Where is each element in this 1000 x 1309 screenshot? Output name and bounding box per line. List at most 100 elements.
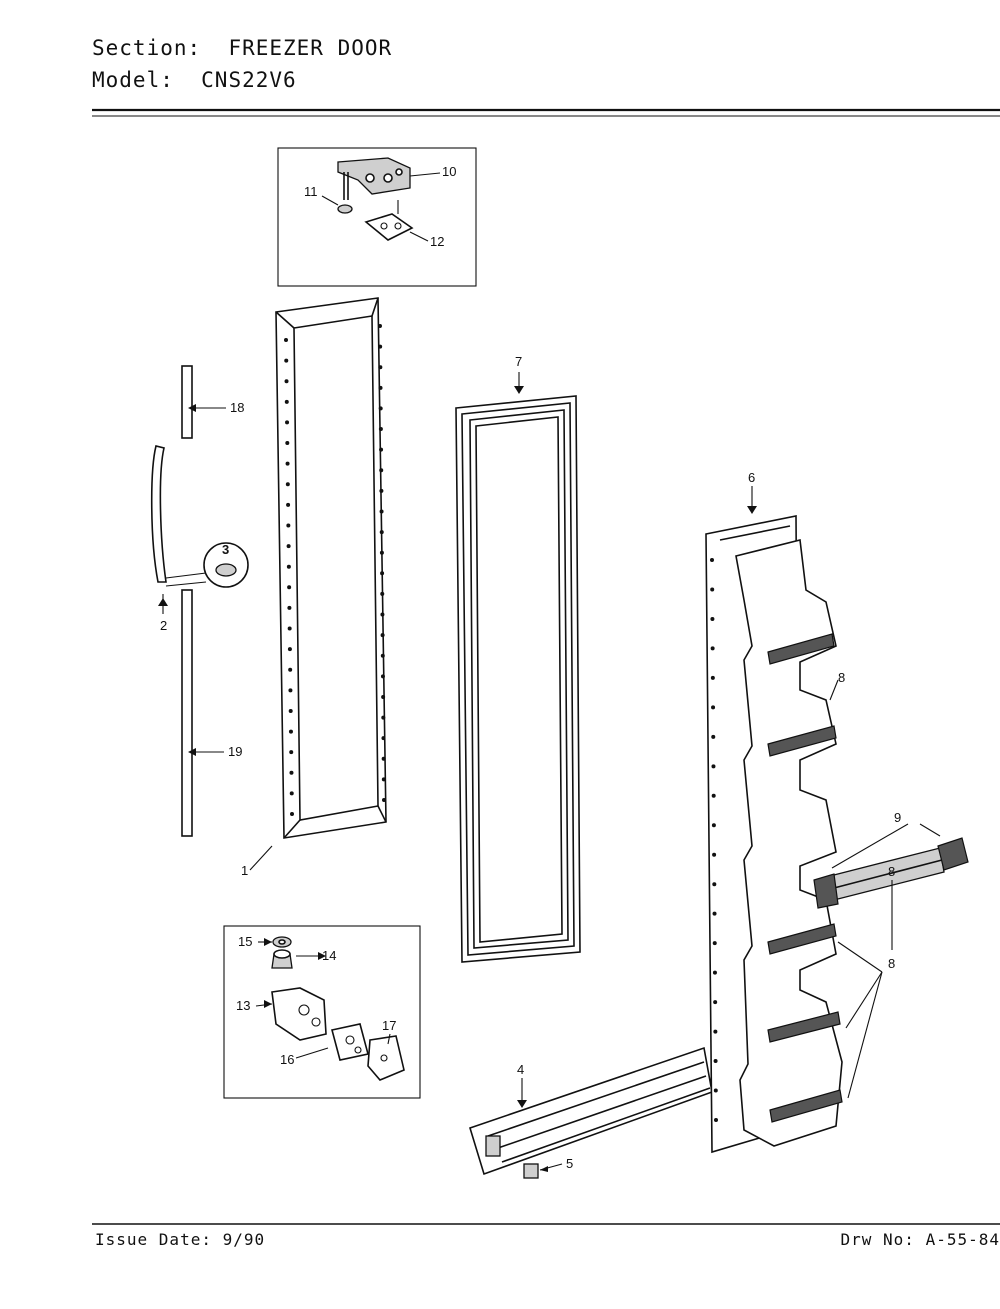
screw-hole <box>380 674 385 679</box>
screw-hole <box>379 488 384 493</box>
screw-hole <box>285 461 290 466</box>
screw-hole <box>379 468 384 473</box>
screw-hole <box>378 427 383 432</box>
screw-hole <box>379 447 384 452</box>
screw-hole <box>290 812 294 816</box>
model-line: Model: CNS22V6 <box>92 68 297 92</box>
callout-11: 11 <box>304 184 318 199</box>
callout-12: 12 <box>430 234 444 249</box>
callout-3: 3 <box>222 542 229 557</box>
screw-hole <box>288 708 293 713</box>
screw-hole <box>381 715 386 720</box>
screw-hole <box>713 1029 718 1034</box>
screw-hole <box>289 791 294 796</box>
section-value: FREEZER DOOR <box>228 36 393 60</box>
screw-hole <box>380 571 385 576</box>
screw-hole <box>288 667 293 672</box>
screw-hole <box>378 344 383 349</box>
screw-hole <box>378 365 383 370</box>
handle-trim-bottom <box>181 589 193 837</box>
callout-2: 2 <box>160 618 167 633</box>
drawing-number: Drw No: A-55-84 <box>840 1230 1000 1249</box>
screw-hole <box>711 823 716 828</box>
screw-hole <box>714 1118 718 1122</box>
screw-hole <box>712 970 717 975</box>
model-value: CNS22V6 <box>201 68 297 92</box>
screw-hole <box>380 591 385 596</box>
screw-hole <box>382 798 386 802</box>
screw-hole <box>284 379 289 384</box>
issue-date: Issue Date: 9/90 <box>95 1230 266 1249</box>
screw-hole <box>286 523 291 528</box>
callout-14: 14 <box>322 948 336 963</box>
screw-hole <box>381 736 386 741</box>
screw-hole <box>381 756 386 761</box>
callout-19: 19 <box>228 744 242 759</box>
screw-hole <box>287 585 292 590</box>
screw-hole <box>713 1059 718 1064</box>
rail-end-clip <box>523 1163 539 1179</box>
hinge-inset <box>277 147 477 287</box>
screw-hole <box>710 616 715 621</box>
callout-9: 9 <box>894 810 901 825</box>
screw-hole <box>378 324 382 328</box>
callout-6: 6 <box>748 470 755 485</box>
screw-hole <box>379 509 384 514</box>
screw-hole <box>285 482 290 487</box>
callout-10: 10 <box>442 164 456 179</box>
section-line: Section: FREEZER DOOR <box>92 36 392 60</box>
screw-hole <box>711 705 716 710</box>
screw-hole <box>381 777 386 782</box>
callout-17: 17 <box>382 1018 396 1033</box>
callout-18: 18 <box>230 400 244 415</box>
screw-hole <box>712 852 717 857</box>
callout-8-lower: 8 <box>888 956 895 971</box>
callout-4: 4 <box>517 1062 524 1077</box>
callout-13: 13 <box>236 998 250 1013</box>
door-gasket <box>455 395 581 963</box>
callout-15: 15 <box>238 934 252 949</box>
screw-hole <box>710 675 715 680</box>
loose-shelf-rail <box>813 837 969 909</box>
screw-hole <box>378 385 383 390</box>
door-handle <box>150 445 167 583</box>
section-label: Section: <box>92 36 202 60</box>
screw-hole <box>710 646 715 651</box>
bracket-inset <box>223 925 421 1099</box>
callout-16: 16 <box>280 1052 294 1067</box>
screw-hole <box>288 688 293 693</box>
screw-hole <box>711 764 716 769</box>
screw-hole <box>712 882 717 887</box>
screw-hole <box>379 550 384 555</box>
screw-hole <box>713 1088 718 1093</box>
model-label: Model: <box>92 68 174 92</box>
handle-trim-top <box>181 365 193 439</box>
screw-hole <box>380 653 385 658</box>
callout-7: 7 <box>515 354 522 369</box>
screw-hole <box>381 694 386 699</box>
callout-8-middle: 8 <box>888 864 895 879</box>
screw-hole <box>287 605 292 610</box>
screw-hole <box>378 406 383 411</box>
inner-door-liner <box>705 515 843 1154</box>
screw-hole <box>284 399 289 404</box>
screw-hole <box>380 633 385 638</box>
screw-hole <box>287 626 292 631</box>
screw-hole <box>711 734 716 739</box>
screw-hole <box>285 441 290 446</box>
callout-1: 1 <box>241 863 248 878</box>
screw-hole <box>285 420 290 425</box>
screw-hole <box>711 793 716 798</box>
screw-hole <box>713 1000 718 1005</box>
screw-hole <box>286 544 291 549</box>
screw-hole <box>287 647 292 652</box>
outer-door-panel <box>275 297 387 839</box>
door-shelf-rail <box>469 1046 713 1176</box>
callout-8-upper: 8 <box>838 670 845 685</box>
screw-hole <box>380 612 385 617</box>
screw-hole <box>379 530 384 535</box>
screw-hole <box>712 941 717 946</box>
callout-5: 5 <box>566 1156 573 1171</box>
screw-hole <box>286 502 291 507</box>
